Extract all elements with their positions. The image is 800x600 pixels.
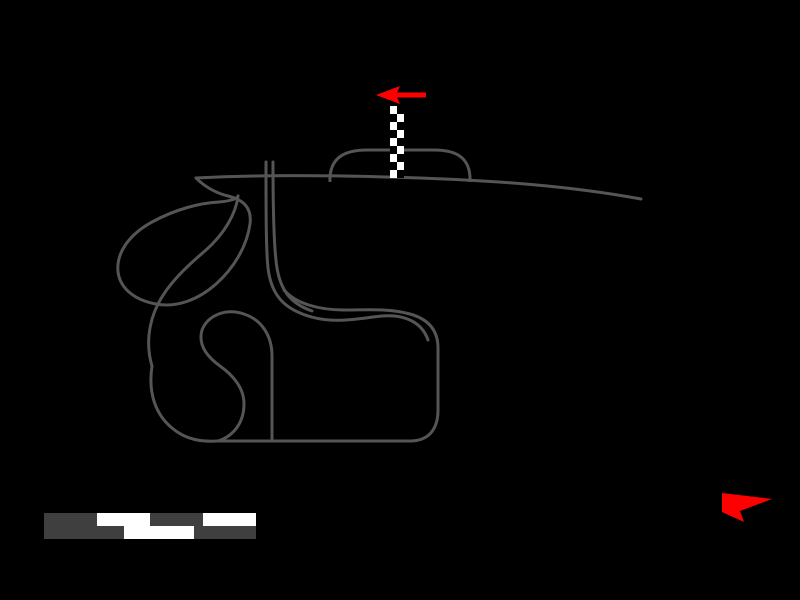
turn1-exit [271,160,314,313]
scale-bar-row-top [44,513,256,526]
scale-segment [44,513,97,526]
left-inner-return [147,194,240,368]
upper-left-sweep [116,176,252,307]
left-hairpin-outer [116,194,240,274]
infield-left-arc [149,364,220,443]
lower-loop-top [282,288,346,312]
start-finish-line [390,106,404,178]
scale-segment [97,513,150,526]
scale-segment [150,513,203,526]
corner-marker-arrow [722,493,772,522]
race-direction-arrow [376,86,426,104]
map-scale-bar [44,513,256,539]
scale-segment [44,526,124,539]
inner-s-loop [199,310,274,443]
scale-segment [124,526,194,539]
pit-lane [328,148,472,183]
turn1-entry [264,160,430,342]
lower-right-loop [216,308,440,443]
scale-segment [194,526,256,539]
scale-bar-row-bottom [44,526,256,539]
scale-segment [203,513,256,526]
main-straight [194,174,643,201]
